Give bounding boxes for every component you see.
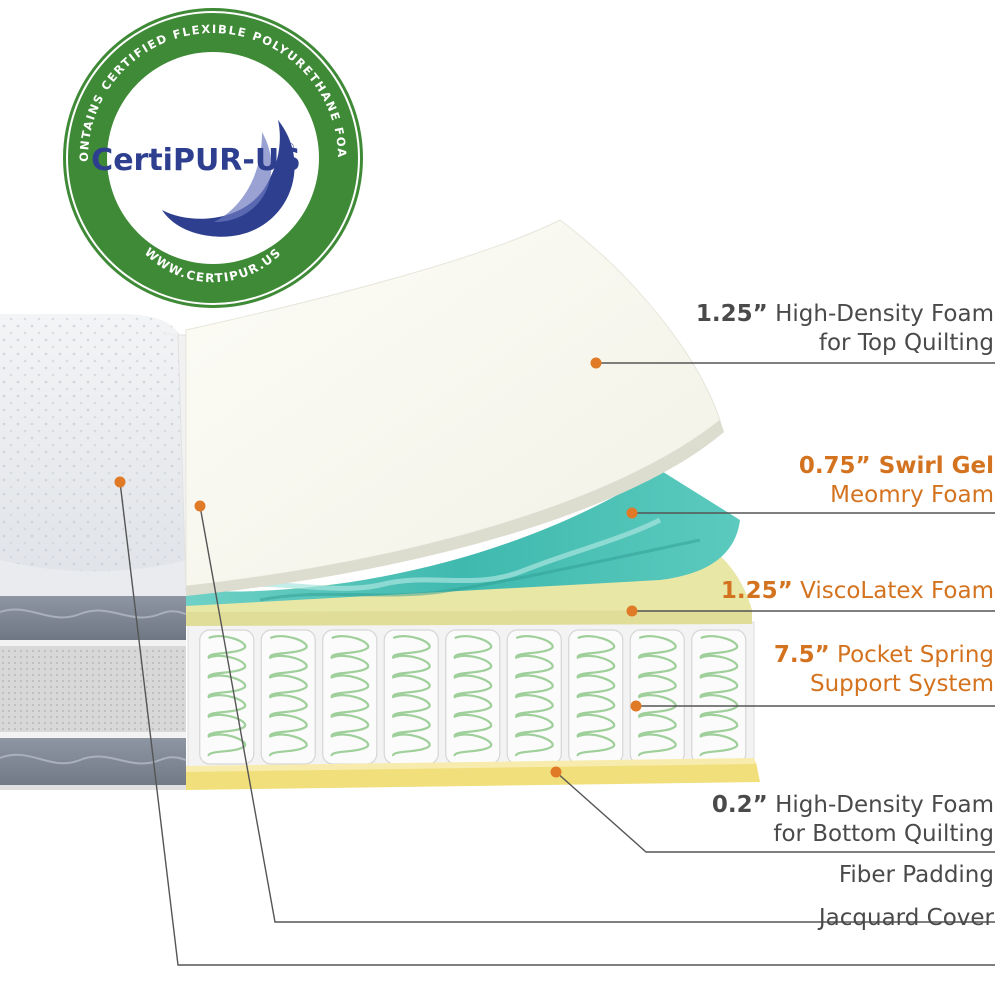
spring-coil: [269, 635, 308, 758]
label-top-quilting-line1: High-Density Foam: [775, 301, 994, 327]
dot-jacquard-cover: [114, 476, 126, 488]
certipur-badge: CONTAINS CERTIFIED FLEXIBLE POLYURETHANE…: [0, 0, 363, 308]
dot-top-quilting: [590, 357, 602, 369]
label-viscolatex: 1.25” ViscoLatex Foam: [721, 577, 994, 606]
label-top-quilting-line2: for Top Quilting: [818, 330, 994, 356]
spring-coil: [392, 635, 431, 758]
leader-jacquard-cover: [119, 481, 995, 966]
thickness-swirl-gel: 0.75”: [798, 453, 871, 479]
spring-coil: [638, 635, 677, 758]
leader-lines: [119, 362, 995, 966]
thickness-pocket-spring: 7.5”: [773, 642, 830, 668]
label-bottom-quilting: 0.2” High-Density Foam for Bottom Quilti…: [712, 791, 994, 849]
badge-swoosh: [162, 120, 295, 237]
label-viscolatex-line1: ViscoLatex Foam: [800, 578, 994, 604]
leader-fiber-padding: [199, 505, 995, 923]
spring-coil: [699, 635, 739, 758]
label-pocket-spring-line2: Support System: [810, 671, 994, 697]
spring-coil: [515, 635, 554, 758]
label-bottom-quilting-line2: for Bottom Quilting: [773, 821, 994, 847]
badge-logo-text: CertiPUR-US: [91, 143, 301, 178]
dot-swirl-gel: [626, 507, 638, 519]
dot-viscolatex: [626, 605, 638, 617]
label-swirl-gel-line1: Swirl Gel: [878, 453, 994, 479]
label-top-quilting: 1.25” High-Density Foam for Top Quilting: [696, 300, 994, 358]
label-fiber-padding-line1: Fiber Padding: [838, 862, 994, 888]
label-jacquard-cover: Jacquard Cover: [819, 904, 994, 933]
label-bottom-quilting-line1: High-Density Foam: [775, 792, 994, 818]
spring-coil: [576, 635, 616, 758]
dot-pocket-spring: [630, 700, 642, 712]
side-band-bottom: [0, 738, 186, 790]
side-mesh: [0, 646, 186, 732]
thickness-top-quilting: 1.25”: [695, 301, 768, 327]
label-swirl-gel-line2: Meomry Foam: [830, 482, 994, 508]
label-swirl-gel: 0.75” Swirl Gel Meomry Foam: [799, 452, 994, 510]
top-quilting-foam-layer: [185, 219, 721, 587]
label-jacquard-cover-line1: Jacquard Cover: [818, 905, 994, 931]
pocket-spring-core: [187, 621, 755, 771]
swirl-gel-foam-layer: [186, 470, 740, 606]
spring-coil: [330, 635, 370, 758]
spring-pocket: [260, 629, 316, 765]
leader-bottom-quilting: [555, 771, 995, 853]
spring-coil: [453, 635, 493, 758]
label-pocket-spring: 7.5” Pocket Spring Support System: [774, 641, 994, 699]
thickness-viscolatex: 1.25”: [720, 578, 793, 604]
spring-coil: [207, 635, 247, 758]
dot-bottom-quilting: [550, 766, 562, 778]
dot-fiber-padding: [194, 500, 206, 512]
badge-registered-mark: ®: [285, 142, 295, 153]
thickness-bottom-quilting: 0.2”: [711, 792, 768, 818]
leader-dots: [114, 357, 642, 778]
label-fiber-padding: Fiber Padding: [839, 861, 994, 890]
label-pocket-spring-line1: Pocket Spring: [837, 642, 994, 668]
mattress-side-block: [0, 314, 187, 790]
side-band-top: [0, 596, 186, 640]
